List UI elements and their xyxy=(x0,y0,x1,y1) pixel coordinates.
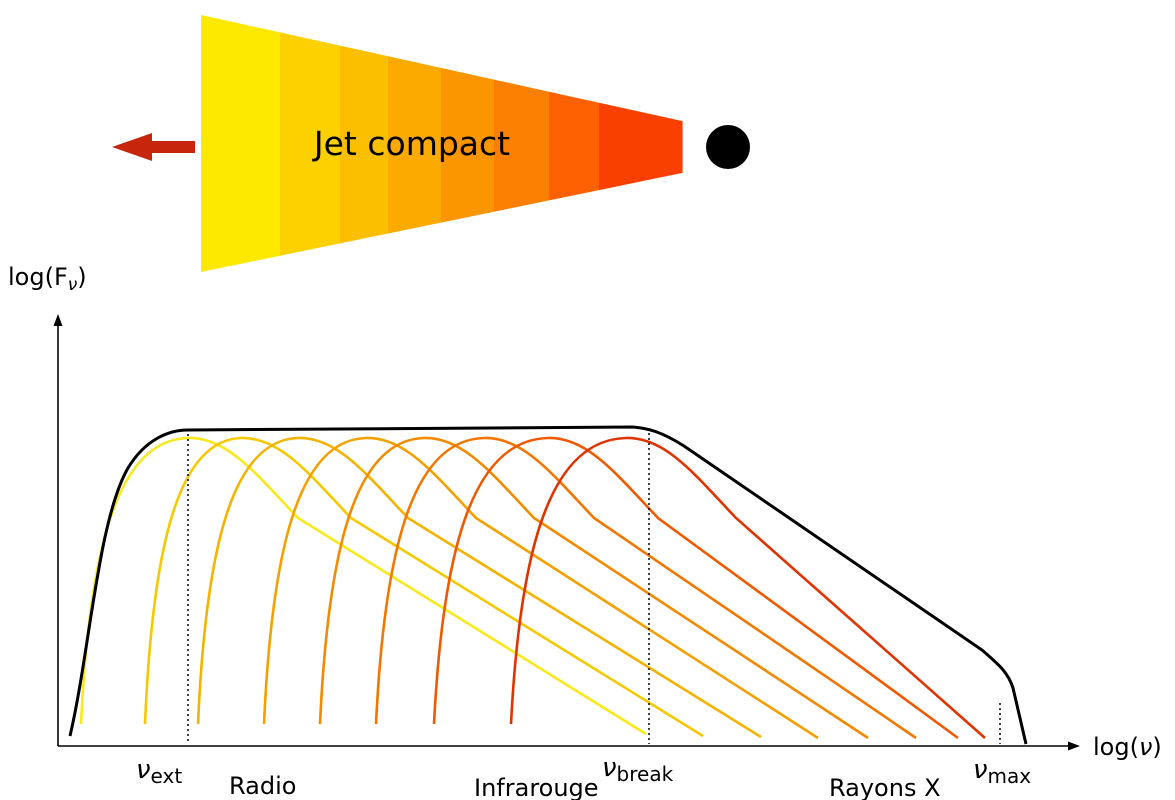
band-xray: Rayons X xyxy=(829,774,941,800)
jet-segment xyxy=(599,102,683,191)
total-spectrum-envelope xyxy=(68,425,1028,745)
jet-segment xyxy=(201,15,281,272)
band-radio: Radio xyxy=(229,772,296,800)
jet-illustration xyxy=(201,15,683,272)
jet-direction-arrow-icon xyxy=(112,133,195,161)
component-spectrum-curve xyxy=(432,436,959,740)
y-axis-label: log(Fν) xyxy=(8,263,87,295)
component-spectrum-curve xyxy=(318,436,869,740)
component-spectrum-curve xyxy=(374,436,917,740)
nu-max-label: νmax xyxy=(973,755,1031,788)
y-axis-arrowhead-icon xyxy=(53,314,63,326)
component-spectrum-curve xyxy=(143,436,704,738)
compact-object-icon xyxy=(706,125,750,169)
jet-label: Jet compact xyxy=(312,124,510,163)
jet-segment xyxy=(280,32,341,256)
x-axis-arrowhead-icon xyxy=(1068,741,1080,751)
jet-segment xyxy=(340,45,389,244)
band-infrared: Infrarouge xyxy=(474,774,599,800)
nu-break-label: νbreak xyxy=(602,753,674,786)
jet-segment xyxy=(549,91,600,201)
jet-segment xyxy=(494,79,550,212)
jet-segment xyxy=(388,56,442,234)
x-axis-label: log(ν) xyxy=(1093,733,1162,761)
component-spectrum-curve xyxy=(509,436,986,739)
component-spectrum-curve xyxy=(262,436,819,740)
nu-ext-label: νext xyxy=(136,755,182,788)
frequency-markers xyxy=(187,428,1001,744)
component-spectrum-curve xyxy=(196,436,762,739)
axes xyxy=(57,322,1070,747)
jet-segment xyxy=(441,67,495,223)
component-spectra xyxy=(79,436,986,740)
